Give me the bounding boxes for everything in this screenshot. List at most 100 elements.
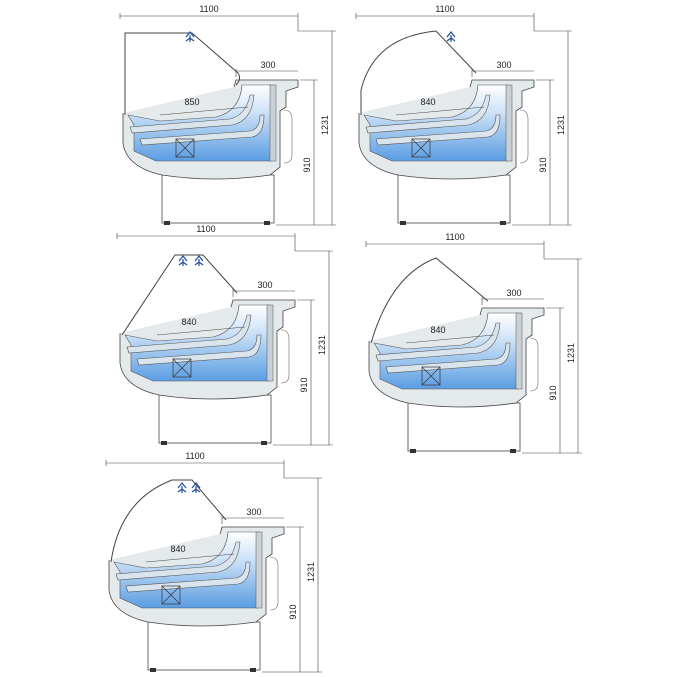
foot: [264, 221, 270, 225]
foot: [500, 221, 506, 225]
total-height-label: 1231: [317, 335, 327, 355]
shelf-dimension-line: [145, 553, 235, 563]
glass-front: [110, 479, 227, 563]
foot: [510, 449, 516, 453]
width-dimension-line: [355, 13, 535, 31]
rear-panel: [529, 337, 539, 392]
evaporator-cross: [161, 585, 181, 605]
counter-height-dimension-line: [262, 526, 322, 673]
shelf-depth-label: 840: [430, 325, 445, 335]
shelf-depth-label: 840: [170, 544, 185, 554]
total-height-dimension-line: [284, 477, 322, 672]
rear-panel: [519, 109, 529, 164]
shelf-dimension-line: [395, 106, 485, 116]
base-cabinet: [158, 394, 272, 444]
counter-height-dimension-line: [273, 299, 333, 446]
top-depth-label: 300: [260, 60, 275, 70]
display-shelf: [115, 541, 241, 581]
counter-height-label: 910: [538, 157, 548, 172]
display-case-5: 1100 300 840 910 1231: [105, 451, 322, 673]
width-label: 1100: [445, 232, 464, 242]
glass-front: [370, 257, 489, 344]
counter-height-dimension-line: [522, 307, 582, 454]
glass-front: [121, 254, 238, 336]
display-shelf: [375, 322, 501, 362]
width-dimension-line: [119, 13, 299, 31]
total-height-label: 1231: [306, 562, 316, 582]
shelf-dimension-line: [159, 106, 249, 116]
shelf-dimension-line: [405, 334, 495, 344]
evaporator-box: [161, 585, 181, 605]
foot: [400, 221, 406, 225]
top-depth-label: 300: [257, 280, 272, 290]
width-label: 1100: [185, 451, 204, 461]
lower-shelf: [375, 114, 501, 146]
counter-height-dimension-line: [512, 79, 572, 226]
glass-front: [360, 30, 477, 115]
display-case-4: 1100 300 840 910 1231: [365, 232, 582, 454]
evaporator-box: [421, 366, 441, 386]
total-height-label: 1231: [566, 343, 576, 363]
top-depth-label: 300: [506, 288, 521, 298]
lamp-icon: [191, 482, 201, 493]
counter-height-label: 910: [548, 385, 558, 400]
evaporator-box: [411, 138, 431, 158]
base-cabinet: [407, 402, 521, 452]
foot: [410, 449, 416, 453]
shelf-depth-label: 840: [420, 97, 435, 107]
rear-column: [255, 531, 263, 609]
top-depth-dimension-line: [471, 69, 534, 77]
rear-column: [515, 312, 523, 390]
lower-shelf: [125, 561, 251, 593]
display-shelf: [126, 314, 252, 354]
counter-height-label: 910: [288, 604, 298, 619]
width-label: 1100: [199, 4, 218, 14]
lamp-icon: [178, 255, 188, 266]
counter-height-label: 910: [302, 157, 312, 172]
lower-shelf: [139, 114, 265, 146]
top-depth-label: 300: [246, 507, 261, 517]
total-height-dimension-line: [298, 30, 336, 225]
total-height-label: 1231: [556, 115, 566, 135]
rear-panel: [269, 556, 279, 611]
top-depth-label: 300: [496, 60, 511, 70]
rear-column: [505, 84, 513, 162]
foot: [150, 668, 156, 672]
width-dimension-line: [365, 241, 545, 259]
total-height-dimension-line: [544, 258, 582, 453]
shelf-depth-label: 850: [184, 97, 199, 107]
foot: [261, 441, 267, 445]
lamp-icon: [446, 31, 456, 42]
evaporator-cross: [411, 138, 431, 158]
top-depth-dimension-line: [221, 516, 284, 524]
foot: [164, 221, 170, 225]
top-depth-dimension-line: [235, 69, 298, 77]
shelf-dimension-line: [156, 326, 246, 336]
base-cabinet: [147, 621, 261, 671]
lower-shelf: [136, 334, 262, 366]
base-cabinet: [397, 174, 511, 224]
lamp-icon: [185, 31, 195, 42]
top-depth-dimension-line: [481, 297, 544, 305]
base-cabinet: [161, 174, 275, 224]
evaporator-box: [172, 358, 192, 378]
rear-panel: [283, 109, 293, 164]
rear-column: [269, 84, 277, 162]
counter-height-dimension-line: [276, 79, 336, 226]
rear-panel: [280, 329, 290, 384]
counter-height-label: 910: [299, 377, 309, 392]
evaporator-box: [175, 138, 195, 158]
top-depth-dimension-line: [232, 289, 295, 297]
evaporator-cross: [421, 366, 441, 386]
display-shelf: [365, 94, 491, 134]
foot: [250, 668, 256, 672]
rear-column: [266, 304, 274, 382]
lower-shelf: [385, 342, 511, 374]
width-label: 1100: [196, 224, 215, 234]
width-dimension-line: [105, 460, 285, 478]
evaporator-cross: [172, 358, 192, 378]
